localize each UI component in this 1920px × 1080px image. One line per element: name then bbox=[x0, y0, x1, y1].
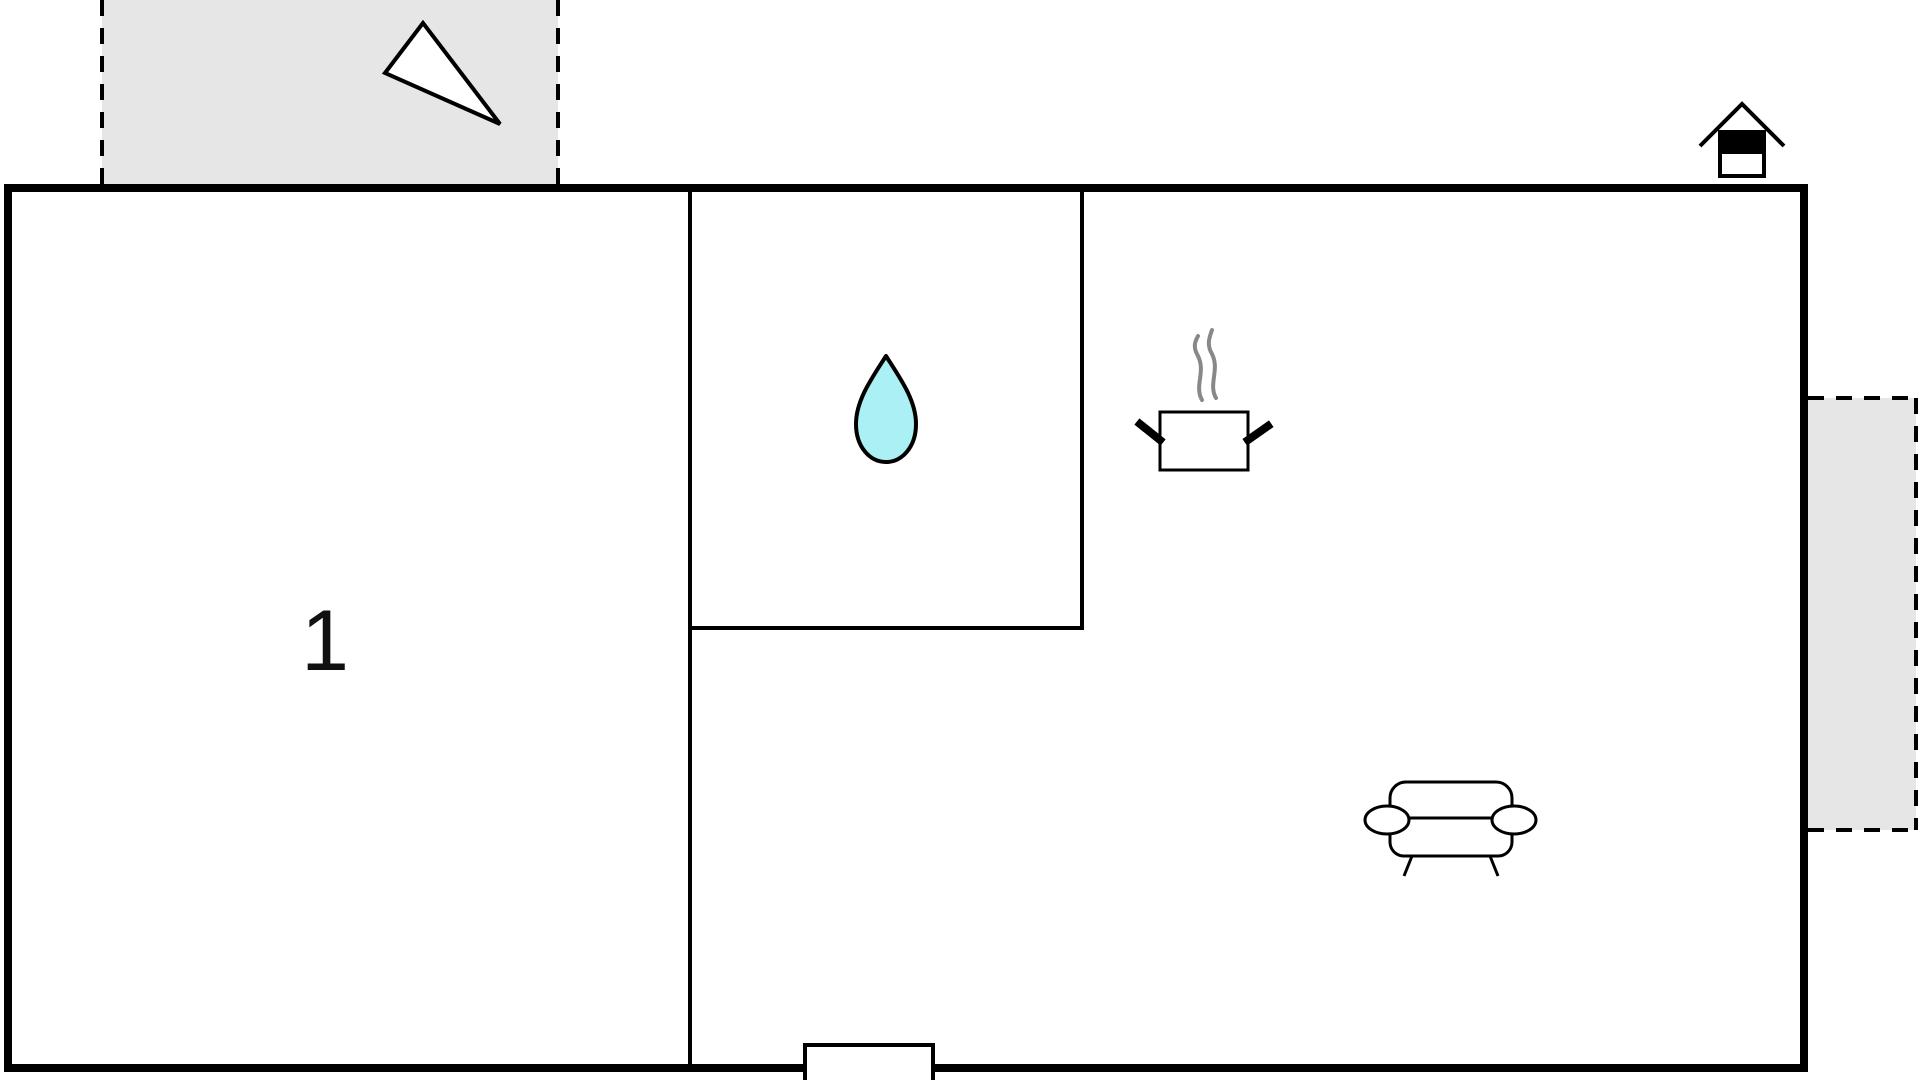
room-label-bedroom: 1 bbox=[301, 593, 349, 689]
cooking-pot-icon bbox=[1134, 328, 1274, 472]
terrace-east bbox=[1808, 396, 1918, 832]
sofa-icon bbox=[1363, 780, 1538, 877]
house-entrance-icon bbox=[1698, 101, 1786, 178]
compass-triangle-icon bbox=[381, 19, 502, 126]
terrace-north bbox=[100, 0, 560, 188]
water-drop-icon bbox=[854, 354, 918, 464]
interior-walls bbox=[688, 188, 1084, 1068]
entrance-door bbox=[803, 1043, 935, 1080]
